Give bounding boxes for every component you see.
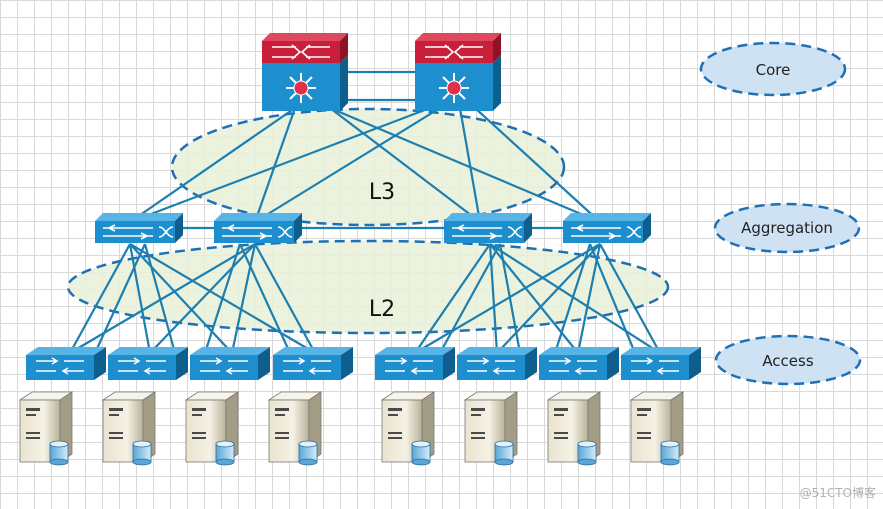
server-8: [629, 391, 685, 466]
layer-access-label: Access: [762, 352, 814, 370]
aggregation-switch-4: [563, 213, 651, 243]
server-7: [546, 391, 602, 466]
server-3: [184, 391, 240, 466]
layer-aggregation-badge: Aggregation: [713, 202, 861, 254]
layer-aggregation-label: Aggregation: [741, 219, 833, 237]
access-switch-3: [190, 347, 270, 380]
l3-zone: [170, 107, 566, 227]
l3-zone-label: L3: [369, 180, 395, 205]
access-switch-5: [375, 347, 455, 380]
core-switch-1: [262, 33, 348, 111]
server-4: [267, 391, 323, 466]
layer-access-badge: Access: [714, 334, 862, 386]
layer-core-label: Core: [756, 61, 791, 79]
aggregation-switch-1: [95, 213, 183, 243]
core-switch-2: [415, 33, 501, 111]
access-switch-4: [273, 347, 353, 380]
aggregation-switch-3: [444, 213, 532, 243]
server-1: [18, 391, 74, 466]
server-6: [463, 391, 519, 466]
server-2: [101, 391, 157, 466]
access-switch-8: [621, 347, 701, 380]
aggregation-switch-2: [214, 213, 302, 243]
access-switch-2: [108, 347, 188, 380]
access-switch-6: [457, 347, 537, 380]
access-switch-7: [539, 347, 619, 380]
l2-zone-label: L2: [369, 297, 395, 322]
server-5: [380, 391, 436, 466]
access-switch-1: [26, 347, 106, 380]
layer-core-badge: Core: [699, 41, 847, 97]
network-links: [69, 70, 661, 354]
watermark: @51CTO博客: [800, 485, 876, 500]
